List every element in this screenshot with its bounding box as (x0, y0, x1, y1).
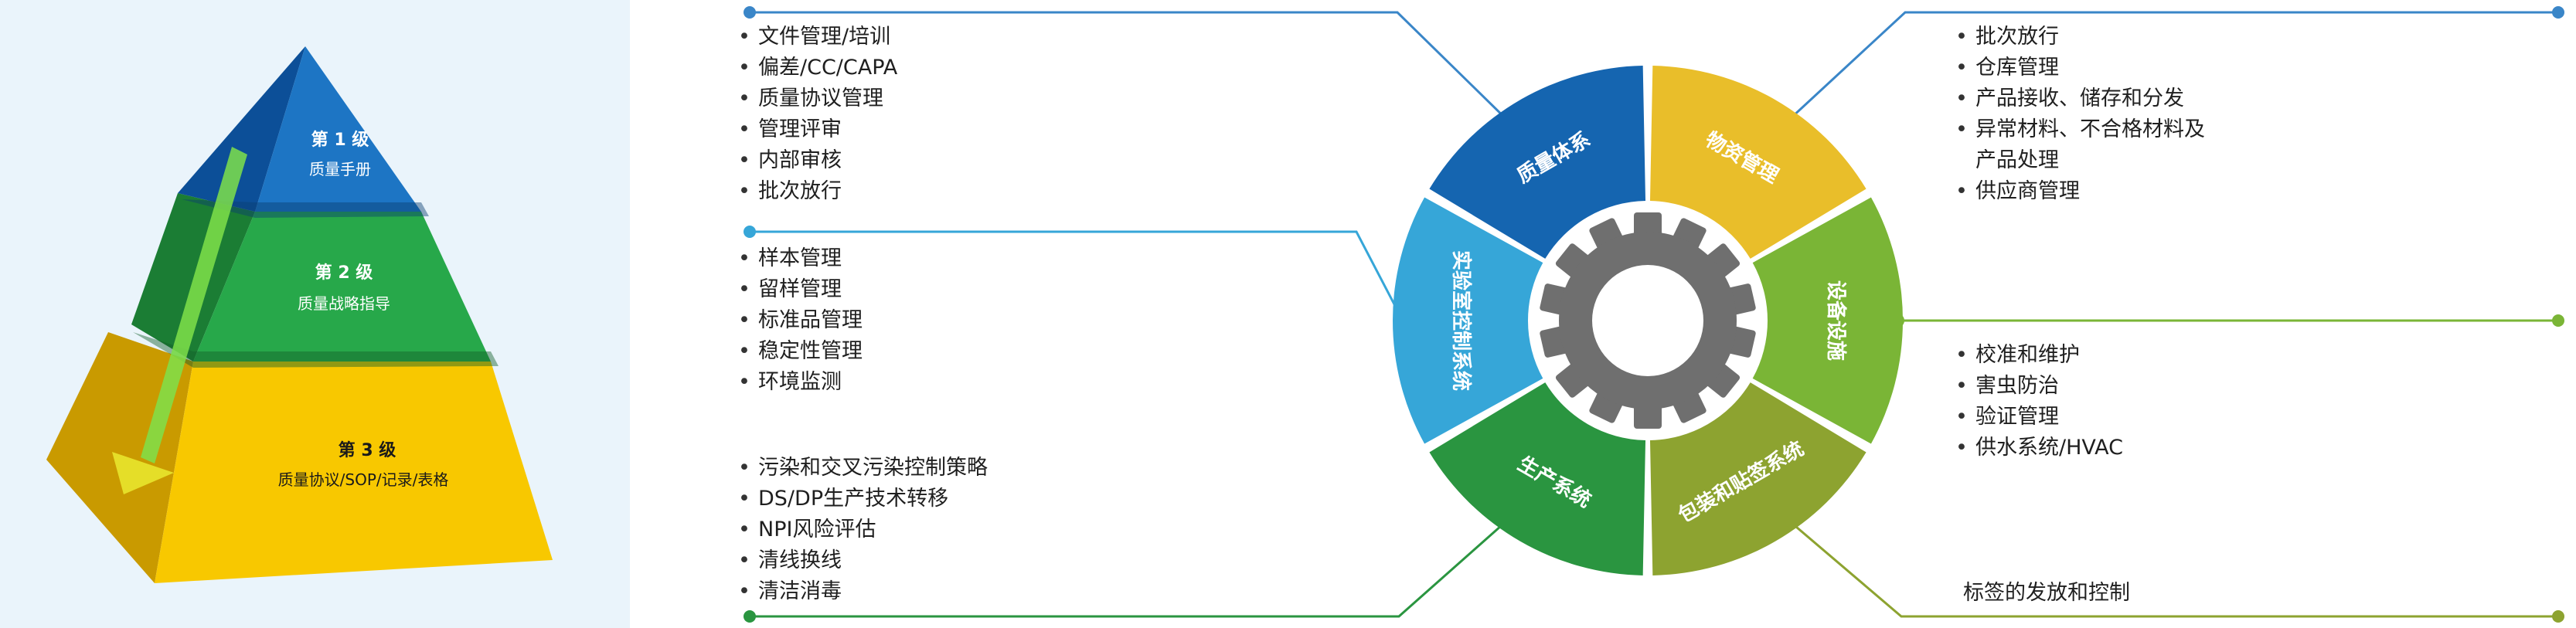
pyramid-band-1 (182, 199, 429, 218)
connector-packaging (1780, 512, 2558, 618)
connectors (744, 6, 2564, 623)
connector-production-dot (744, 610, 756, 623)
pyramid-level-2-title: 第 2 级 (315, 263, 373, 283)
list-item: 质量协议管理 (738, 83, 897, 114)
wheel-segment-materials (1649, 66, 1866, 259)
pyramid-level-1-subtitle: 质量手册 (309, 160, 371, 178)
list-item: 产品接收、储存和分发 (1955, 83, 2205, 114)
pyramid-level-2-front (193, 212, 491, 362)
pyramid-level-1-side (178, 46, 305, 212)
connector-materials (1779, 11, 2558, 129)
list-production: 污染和交叉污染控制策略 DS/DP生产技术转移 NPI风险评估 清线换线 清洁消… (738, 453, 988, 607)
list-item: NPI风险评估 (738, 514, 988, 545)
pyramid-level-2-subtitle: 质量战略指导 (298, 294, 390, 313)
list-item: 样本管理 (738, 243, 863, 274)
connector-lab-dot (744, 226, 756, 238)
packaging-note: 标签的发放和控制 (1963, 581, 2130, 605)
list-item: DS/DP生产技术转移 (738, 484, 988, 514)
list-item: 污染和交叉污染控制策略 (738, 453, 988, 484)
connector-packaging-dot (2552, 610, 2564, 623)
list-quality-system: 文件管理/培训 偏差/CC/CAPA 质量协议管理 管理评审 内部审核 批次放行 (738, 22, 897, 207)
list-item: 管理评审 (738, 114, 897, 145)
wheel-segment-packaging (1649, 382, 1866, 575)
arrow-head (112, 452, 174, 494)
list-item: 供水系统/HVAC (1955, 433, 2123, 463)
list-item: 内部审核 (738, 145, 897, 176)
list-item: 清线换线 (738, 545, 988, 576)
wheel-segment-lab (1393, 197, 1543, 444)
list-item: 害虫防治 (1955, 371, 2123, 402)
wheel-label-equipment: 设备设施 (1824, 280, 1848, 361)
list-item: 批次放行 (1955, 22, 2205, 53)
list-lab: 样本管理 留样管理 标准品管理 稳定性管理 环境监测 (738, 243, 863, 398)
list-materials: 批次放行 仓库管理 产品接收、储存和分发 异常材料、不合格材料及 产品处理 供应… (1955, 22, 2205, 207)
wheel-segment-quality-system (1429, 66, 1646, 259)
list-item: 批次放行 (738, 176, 897, 207)
list-item: 清洁消毒 (738, 576, 988, 607)
list-item: 留样管理 (738, 274, 863, 305)
list-item: 稳定性管理 (738, 336, 863, 367)
pyramid-level-3-subtitle: 质量协议/SOP/记录/表格 (278, 470, 449, 489)
list-item: 校准和维护 (1955, 340, 2123, 371)
wheel (1393, 66, 1903, 575)
list-item: 产品处理 (1975, 148, 2059, 172)
gear-icon (1540, 212, 1756, 429)
list-item: 标准品管理 (738, 305, 863, 336)
list-item: 异常材料、不合格材料及 (1955, 114, 2205, 145)
pyramid-level-3-front (155, 362, 553, 583)
list-item: 文件管理/培训 (738, 22, 897, 53)
pyramid-level-2-side (131, 193, 255, 362)
list-item: 验证管理 (1955, 402, 2123, 433)
list-item: 供应商管理 (1955, 176, 2205, 207)
arrow-shaft (141, 147, 247, 463)
list-item: 偏差/CC/CAPA (738, 53, 897, 83)
wheel-segment-equipment (1752, 197, 1903, 444)
connector-materials-dot (2552, 6, 2564, 19)
pyramid-level-1-front (255, 46, 421, 212)
pyramid-level-3-title: 第 3 级 (339, 440, 396, 460)
pyramid-level-1-title: 第 1 级 (311, 130, 369, 150)
list-equipment: 校准和维护 害虫防治 验证管理 供水系统/HVAC (1955, 340, 2123, 463)
connector-production (750, 512, 1516, 618)
wheel-label-lab: 实验室控制系统 (1449, 250, 1473, 391)
list-item: 仓库管理 (1955, 53, 2205, 83)
pyramid-band-2 (133, 332, 499, 368)
list-item: 环境监测 (738, 367, 863, 398)
pyramid: 第 1 级 质量手册 第 2 级 质量战略指导 第 3 级 质量协议/SOP/记… (46, 46, 553, 583)
connector-equipment-dot (2552, 314, 2564, 327)
connector-quality (750, 11, 1516, 129)
connector-lab (750, 230, 1404, 321)
wheel-segment-production (1429, 382, 1646, 575)
connector-quality-dot (744, 6, 756, 19)
